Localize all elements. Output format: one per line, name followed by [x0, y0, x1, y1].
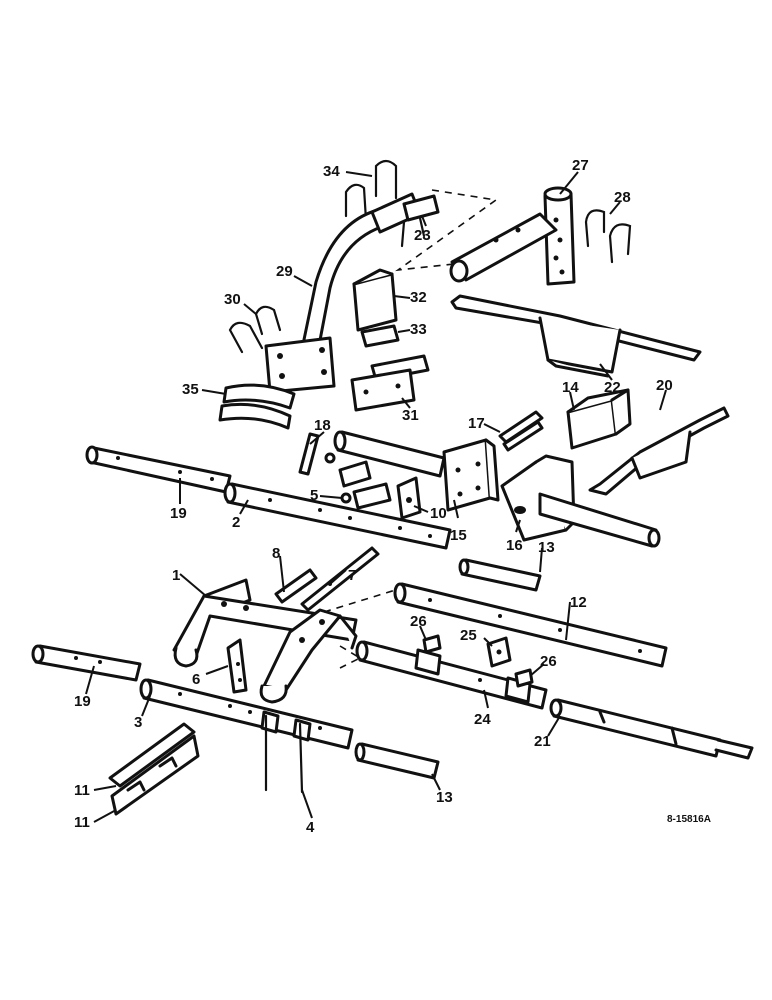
- callout-4: 4: [306, 819, 315, 836]
- callout-30: 30: [224, 291, 241, 308]
- part-4-hanging-rods: [264, 714, 304, 794]
- callout-7: 7: [348, 567, 356, 584]
- callout-35: 35: [182, 381, 199, 398]
- part-24-rod: [355, 640, 548, 710]
- callout-13-lower: 13: [436, 789, 453, 806]
- part-19-rod-lower: [31, 644, 142, 682]
- part-1-main-frame: [172, 578, 358, 704]
- callout-5: 5: [310, 487, 318, 504]
- callout-18: 18: [314, 417, 331, 434]
- part-25-collar: [486, 636, 512, 668]
- callout-3: 3: [134, 714, 142, 731]
- callout-13-upper: 13: [538, 539, 555, 556]
- callout-11-a: 11: [74, 782, 90, 799]
- callout-12: 12: [570, 594, 587, 611]
- leader-lines: [85, 171, 667, 823]
- callout-24: 24: [474, 711, 491, 728]
- part-22-strap-bracket: [450, 294, 702, 378]
- part-6-link: [226, 638, 248, 694]
- callout-10: 10: [430, 505, 447, 522]
- part-23-bracket: [400, 194, 440, 248]
- callout-25: 25: [460, 627, 477, 644]
- callout-labels: 34 27 28 23 29 30 32 33 35 31 22 14 20 1…: [74, 157, 711, 836]
- callout-26-b: 26: [540, 653, 557, 670]
- callout-15: 15: [450, 527, 467, 544]
- part-27-tube-assembly: [449, 186, 576, 286]
- callout-1: 1: [172, 567, 180, 584]
- callout-19-upper: 19: [170, 505, 187, 522]
- callout-33: 33: [410, 321, 427, 338]
- callout-19-lower: 19: [74, 693, 91, 710]
- part-31-clamp-blocks: [350, 354, 430, 412]
- part-26-collar-a: [422, 634, 442, 654]
- callout-32: 32: [410, 289, 427, 306]
- callout-20: 20: [656, 377, 673, 394]
- part-20-strap-bracket: [588, 406, 730, 496]
- assembly-guide-dashed-1: [395, 189, 499, 272]
- callout-21: 21: [534, 733, 551, 750]
- callout-26-a: 26: [410, 613, 427, 630]
- callout-29: 29: [276, 263, 293, 280]
- part-2-long-rod: [223, 482, 452, 550]
- drawing-reference-number: 8-15816A: [667, 814, 711, 825]
- part-10-clamp: [396, 476, 422, 520]
- part-8-link-bar: [274, 568, 318, 604]
- part-17-pins: [498, 410, 544, 452]
- part-clamp-small: [338, 460, 392, 510]
- callout-28: 28: [614, 189, 631, 206]
- callout-27: 27: [572, 157, 589, 174]
- callout-6: 6: [192, 671, 200, 688]
- callout-23: 23: [414, 227, 431, 244]
- part-29-bent-post: [264, 192, 422, 394]
- callout-22: 22: [604, 379, 621, 396]
- part-13-short-rod-lower: [354, 742, 440, 780]
- part-14-box-block: [566, 388, 632, 450]
- part-35-clamp-plates: [218, 383, 296, 430]
- callout-14: 14: [562, 379, 579, 396]
- callout-8: 8: [272, 545, 280, 562]
- assembly-guide-dashed-2: [323, 587, 403, 669]
- callout-17: 17: [468, 415, 485, 432]
- part-32-block: [352, 268, 398, 332]
- part-12-long-rod: [393, 582, 668, 668]
- part-11-plates: [108, 722, 200, 816]
- part-5-washer: [324, 452, 352, 504]
- part-21-stepped-shaft: [549, 698, 754, 760]
- callout-16: 16: [506, 537, 523, 554]
- callout-2: 2: [232, 514, 240, 531]
- part-15-tube-with-plate: [333, 430, 500, 512]
- part-19-rod-upper: [85, 445, 232, 494]
- callout-31: 31: [402, 407, 419, 424]
- part-28-u-bolts: [584, 209, 632, 264]
- callout-11-b: 11: [74, 814, 90, 831]
- part-34-u-bolts: [344, 159, 398, 222]
- part-16-tube-with-plate: [500, 454, 661, 548]
- callout-34: 34: [323, 163, 340, 180]
- part-13-short-rod-upper: [458, 558, 542, 592]
- part-33-small-block: [360, 324, 400, 348]
- part-26-collar-b: [514, 668, 534, 688]
